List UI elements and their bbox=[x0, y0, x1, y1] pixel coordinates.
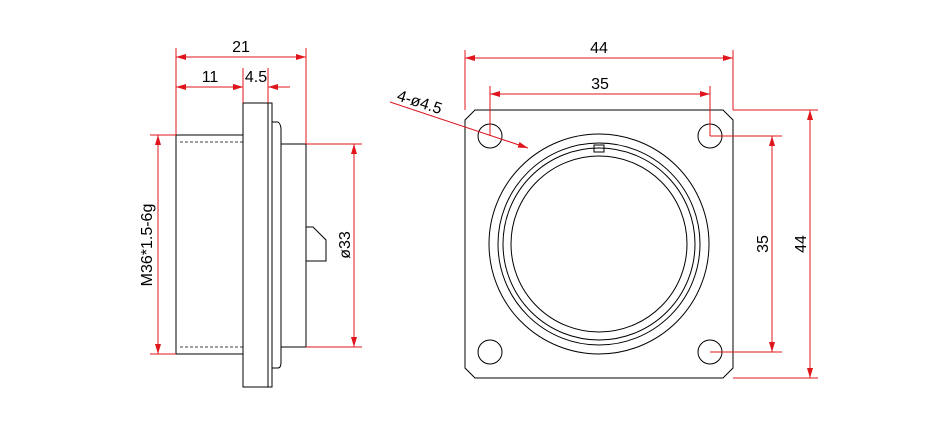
flange-plate bbox=[242, 102, 273, 388]
thread-body bbox=[175, 134, 244, 355]
flange-width-label: 44 bbox=[590, 40, 608, 57]
hole-spacing-horizontal-label: 35 bbox=[591, 76, 609, 93]
key-slot bbox=[593, 144, 605, 153]
bore bbox=[510, 155, 688, 333]
mounting-hole-bottom-left bbox=[477, 339, 503, 365]
square-flange bbox=[464, 109, 734, 379]
front-view bbox=[464, 109, 734, 379]
rear-body bbox=[280, 143, 307, 348]
thread-spec-label: M36*1.5-6g bbox=[139, 204, 156, 287]
body-diameter-label: ø33 bbox=[337, 231, 354, 259]
mounting-hole-label: 4-ø4.5 bbox=[395, 88, 444, 118]
overall-length-label: 21 bbox=[232, 39, 250, 56]
mounting-hole-leader bbox=[389, 101, 529, 149]
front-view-dimensions: 44 35 4-ø4.5 35 44 bbox=[389, 40, 818, 379]
hole-spacing-vertical-label: 35 bbox=[755, 235, 772, 253]
key-bump bbox=[306, 226, 327, 262]
flange-height-label: 44 bbox=[793, 235, 810, 253]
flange-thickness-label: 4.5 bbox=[245, 69, 267, 86]
middle-ring-outer bbox=[497, 142, 701, 346]
rear-step bbox=[272, 121, 282, 369]
thread-length-label: 11 bbox=[202, 69, 219, 86]
side-view bbox=[175, 102, 327, 388]
side-view-dimensions: 21 11 4.5 M36*1.5-6g ø33 bbox=[139, 39, 362, 355]
middle-ring-inner bbox=[502, 147, 696, 341]
outer-ring bbox=[488, 133, 710, 355]
